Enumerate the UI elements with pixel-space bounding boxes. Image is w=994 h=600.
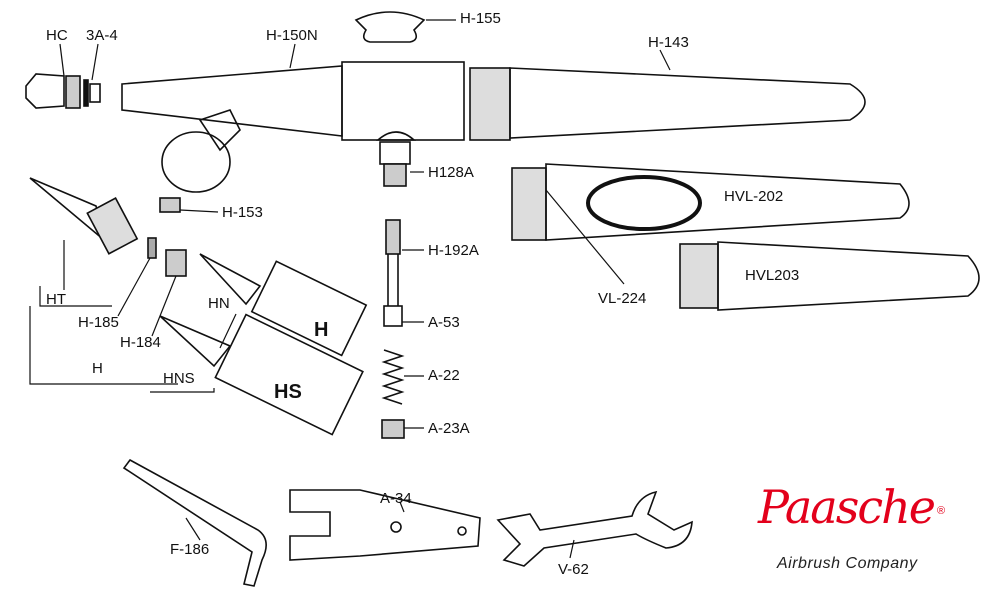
part-h-150n [121,61,465,141]
label-h-155: H-155 [460,10,501,27]
part-3a-4 [83,79,101,107]
label-a-22: A-22 [428,367,460,384]
label-hvl203: HVL203 [745,267,800,284]
label-h-part: H [314,319,329,341]
label-h-153: H-153 [222,204,263,221]
label-a-23a: A-23A [428,420,470,437]
label-hn: HN [208,295,230,312]
part-ht [29,177,139,255]
part-h-155 [354,11,426,43]
part-a-23a [381,419,405,439]
part-h-143 [469,67,866,141]
label-a-53: A-53 [428,314,460,331]
label-3a-4: 3A-4 [86,27,118,44]
part-a-22 [381,349,405,405]
part-hvl203 [679,241,980,311]
label-h-192a: H-192A [428,242,479,259]
part-hvl-202 [511,163,910,241]
label-h-143: H-143 [648,34,689,51]
label-a-34: A-34 [380,490,412,507]
label-h-184: H-184 [120,334,161,351]
label-h-185: H-185 [78,314,119,331]
label-vl-224: VL-224 [598,290,647,307]
part-h-184 [165,249,187,277]
registered-mark: ® [936,505,946,517]
label-h: H [92,360,103,377]
label-hc: HC [46,27,68,44]
label-hs-part: HS [274,381,302,403]
brand-logo-row: Paasche ® [758,484,945,530]
part-v-62 [496,490,693,567]
part-hn [199,253,368,357]
leader-lines [29,19,671,559]
label-h-150n: H-150N [266,27,318,44]
part-hns [159,313,364,436]
part-h-185 [147,237,157,259]
part-hc [25,73,81,109]
label-h128a: H128A [428,164,474,181]
part-cup [161,109,241,193]
part-f-186 [122,458,267,587]
paasche-logo: Paasche [758,480,936,534]
label-hns: HNS [163,370,195,387]
part-h-153 [159,197,181,213]
label-ht: HT [46,291,66,308]
part-h128a [375,131,417,187]
part-a-34 [289,489,481,561]
label-hvl-202: HVL-202 [724,188,784,205]
part-h-192a [383,219,403,327]
label-f-186: F-186 [170,541,210,558]
label-v-62: V-62 [558,561,589,578]
brand-tagline: Airbrush Company [777,555,918,572]
